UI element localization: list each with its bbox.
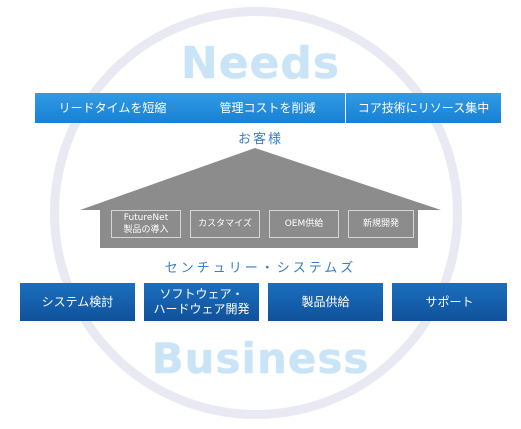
house-roof-body [80, 148, 441, 248]
business-box-system-study: システム検討 [20, 283, 135, 321]
business-box-supply: 製品供給 [268, 283, 383, 321]
house-item-oem: OEM供給 [269, 210, 339, 238]
need-box-core-tech: コア技術にリソース集中 [346, 93, 501, 123]
need-box-cost: 管理コストを削減 [190, 93, 345, 123]
house-item-new-dev: 新規開発 [348, 210, 414, 238]
business-box-support: サポート [392, 283, 507, 321]
background-circle [50, 7, 462, 419]
house-item-line2: 製品の導入 [123, 225, 169, 235]
business-box-development: ソフトウェア・ ハードウェア開発 [144, 283, 259, 321]
house-item-line1: FutureNet [123, 213, 169, 223]
house-item-futurenet: FutureNet 製品の導入 [111, 210, 181, 238]
customer-label: お客様 [237, 132, 283, 147]
company-label: センチュリー・システムズ [164, 261, 357, 276]
needs-headline: Needs [180, 38, 341, 89]
business-headline: Business [151, 334, 370, 383]
need-box-lead-time: リードタイムを短縮 [35, 93, 190, 123]
house-item-customize: カスタマイズ [190, 210, 260, 238]
